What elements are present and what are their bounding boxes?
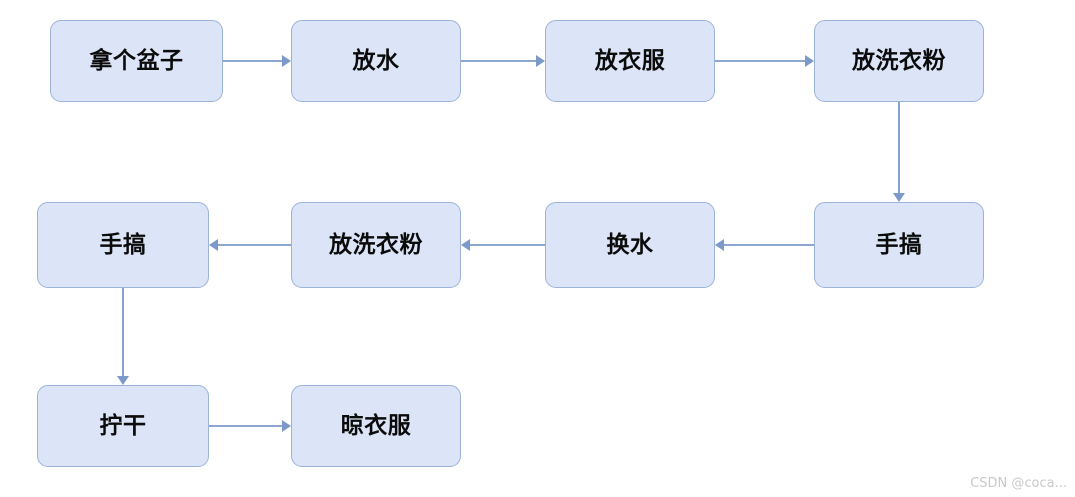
- arrowhead-icon: [282, 55, 291, 67]
- flow-node-n7[interactable]: 放洗衣粉: [291, 202, 461, 288]
- flow-node-label: 放洗衣粉: [852, 47, 946, 74]
- flow-node-label: 放衣服: [594, 47, 666, 74]
- connector-n5-to-n6: [715, 239, 814, 251]
- connector-n1-to-n2: [223, 55, 291, 67]
- flow-node-n9[interactable]: 拧干: [37, 385, 209, 467]
- flow-node-label: 晾衣服: [340, 412, 412, 439]
- flow-node-n3[interactable]: 放衣服: [545, 20, 715, 102]
- flow-node-n10[interactable]: 晾衣服: [291, 385, 461, 467]
- arrowhead-icon: [282, 420, 291, 432]
- arrowhead-icon: [805, 55, 814, 67]
- arrowhead-icon: [209, 239, 218, 251]
- connector-n7-to-n8: [209, 239, 291, 251]
- flow-node-label: 换水: [606, 231, 654, 258]
- connector-n6-to-n7: [461, 239, 545, 251]
- flow-node-label: 拧干: [99, 412, 147, 439]
- arrowhead-icon: [117, 376, 129, 385]
- arrowhead-icon: [715, 239, 724, 251]
- flow-node-n6[interactable]: 换水: [545, 202, 715, 288]
- arrowhead-icon: [461, 239, 470, 251]
- connector-n8-to-n9: [117, 288, 129, 385]
- flow-node-label: 放洗衣粉: [329, 231, 423, 258]
- flow-node-n1[interactable]: 拿个盆子: [50, 20, 223, 102]
- flow-node-n8[interactable]: 手搞: [37, 202, 209, 288]
- flow-node-n2[interactable]: 放水: [291, 20, 461, 102]
- flow-node-label: 手搞: [99, 231, 147, 258]
- arrowhead-icon: [893, 193, 905, 202]
- connector-n9-to-n10: [209, 420, 291, 432]
- flow-node-label: 放水: [352, 47, 400, 74]
- connector-n3-to-n4: [715, 55, 814, 67]
- flow-node-label: 手搞: [875, 231, 923, 258]
- connector-n4-to-n5: [893, 102, 905, 202]
- flow-node-label: 拿个盆子: [89, 47, 184, 74]
- flow-node-n4[interactable]: 放洗衣粉: [814, 20, 984, 102]
- csdn-watermark: CSDN @coca...: [970, 476, 1067, 491]
- flow-node-n5[interactable]: 手搞: [814, 202, 984, 288]
- connector-n2-to-n3: [461, 55, 545, 67]
- arrowhead-icon: [536, 55, 545, 67]
